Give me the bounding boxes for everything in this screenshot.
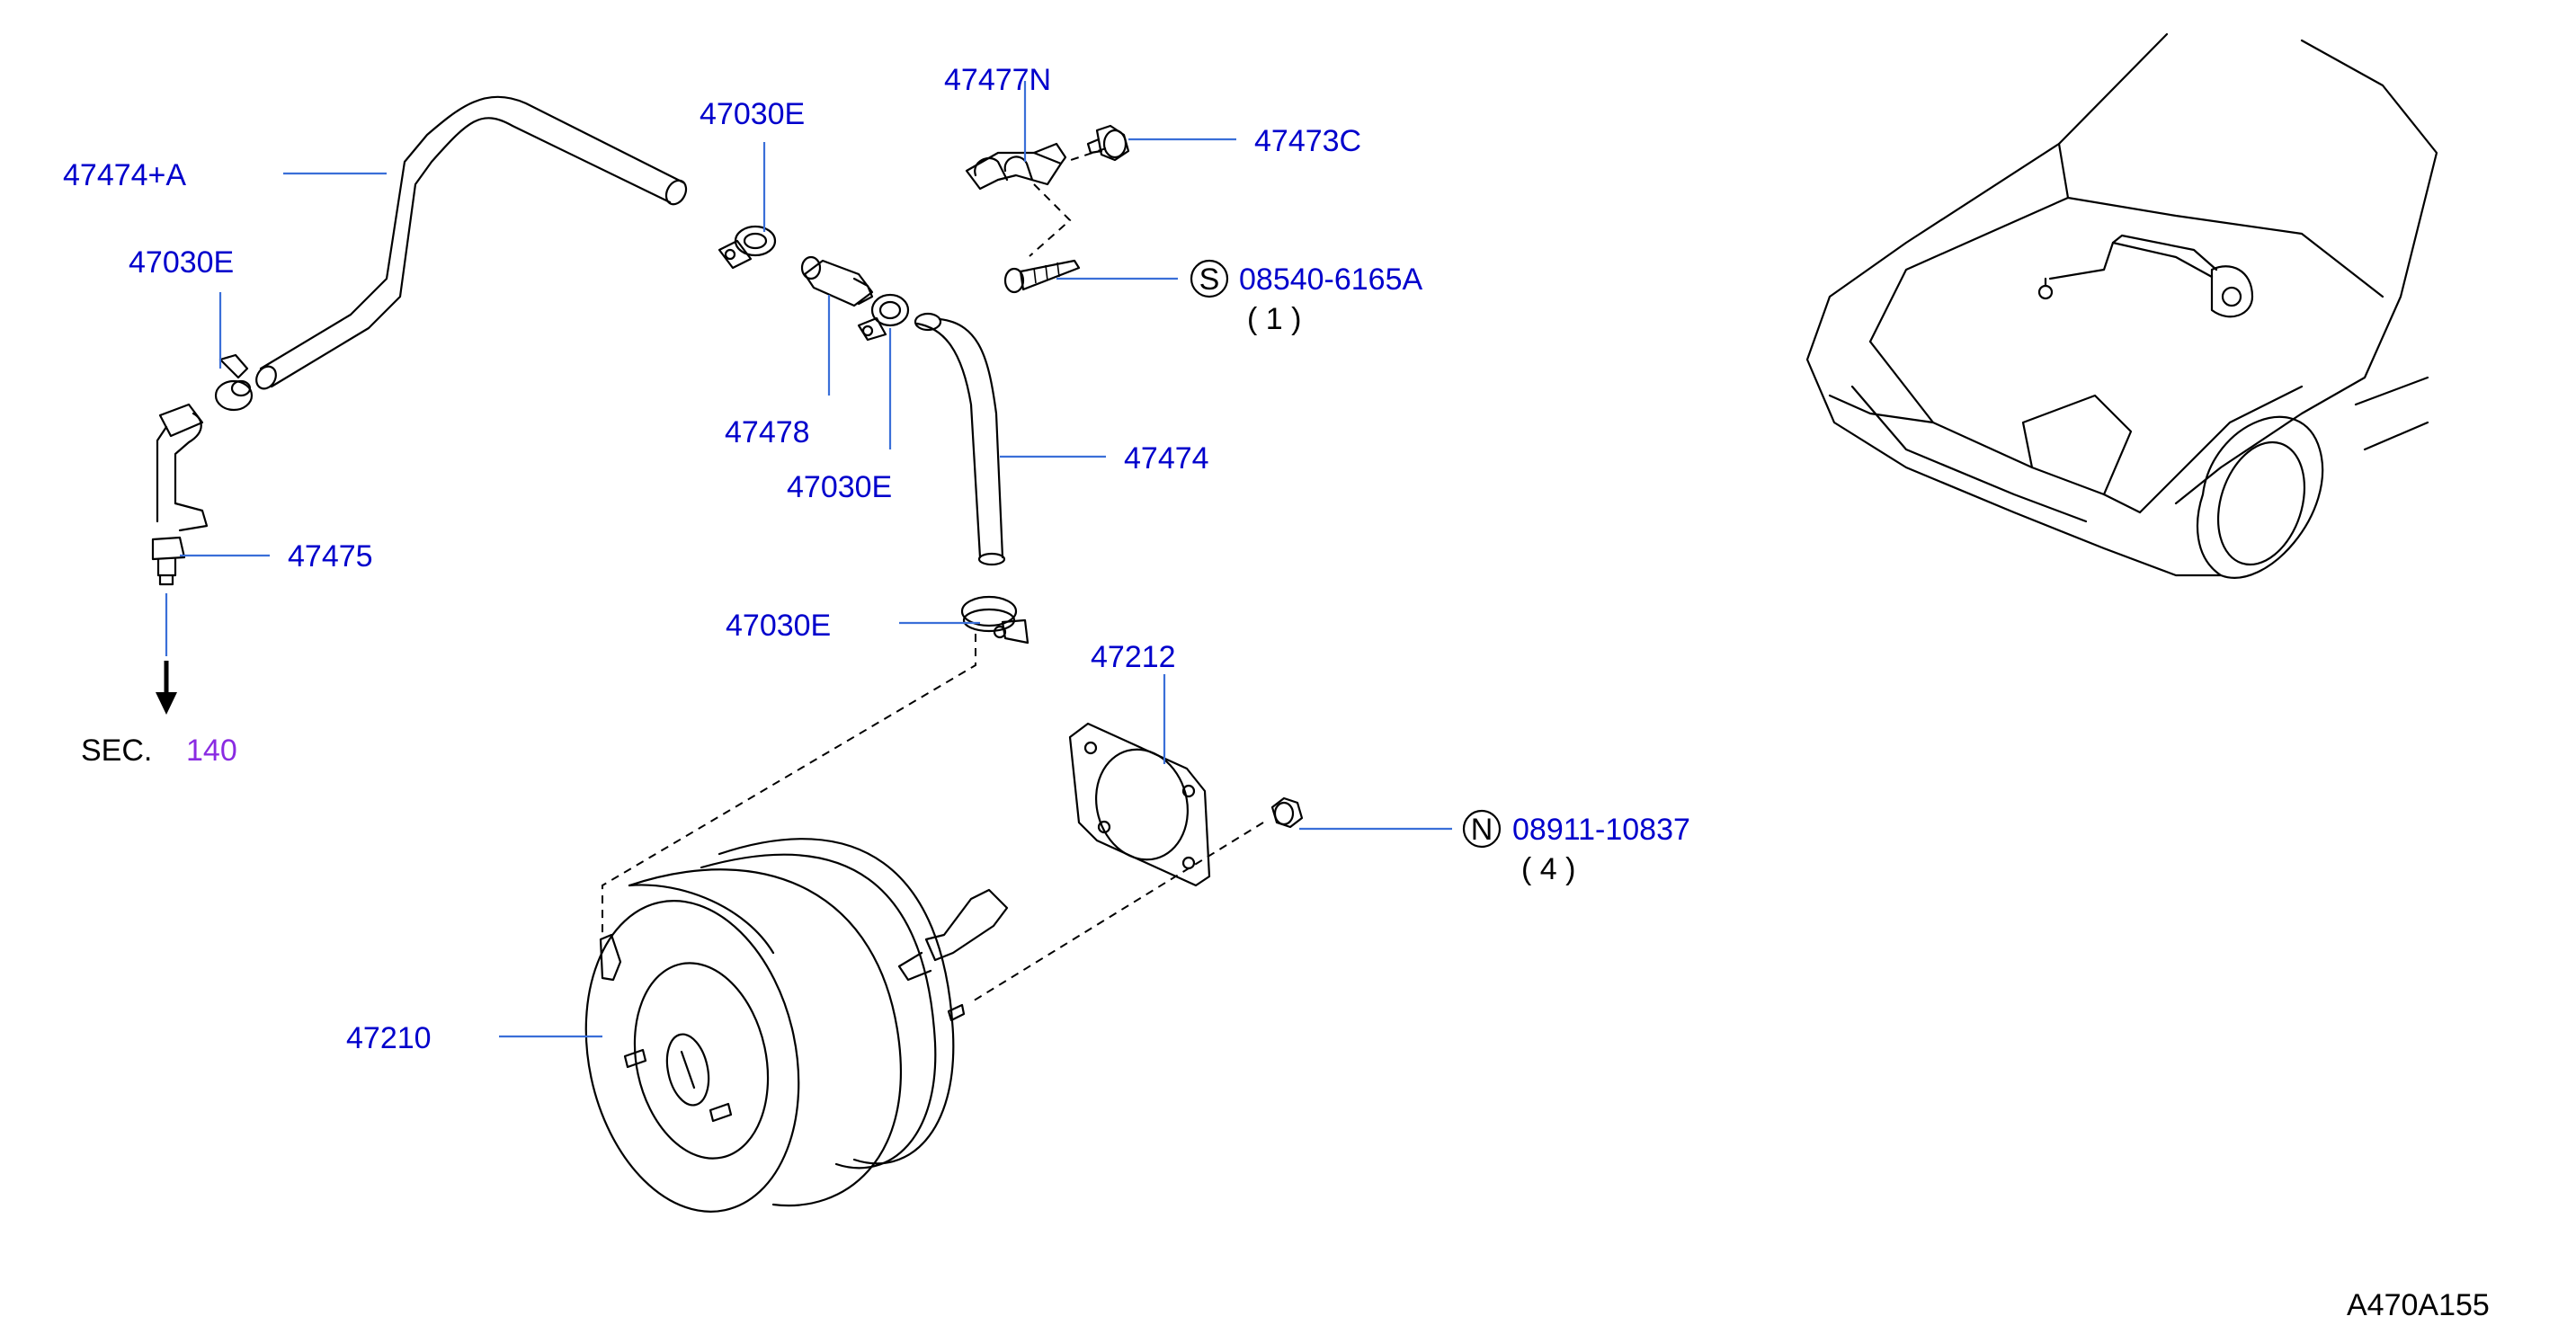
nut-symbol-letter: N [1471,813,1493,847]
vacuum-connector [151,403,209,586]
nut [1270,796,1304,829]
leader-lines [165,81,1452,1038]
hose-clamp-top-middle [718,225,777,270]
hose-clamp-lower [960,595,1030,645]
part-label-08911-10837[interactable]: 08911-10837 [1512,813,1690,847]
vehicle-locator-illustration [1805,32,2438,579]
vacuum-hose-lower [914,312,1006,566]
part-label-47030e-mid[interactable]: 47030E [787,470,892,504]
part-label-47212[interactable]: 47212 [1091,640,1176,674]
part-label-47477n[interactable]: 47477N [944,63,1051,97]
screw-symbol: S [1190,259,1229,298]
part-label-47475[interactable]: 47475 [288,539,373,574]
grommet [1086,124,1130,162]
hose-clamp-middle [857,293,910,342]
part-label-47210[interactable]: 47210 [346,1021,432,1055]
section-reference-link[interactable]: 140 [186,734,237,768]
assembly-guide-lines [602,147,1264,1003]
gasket-plate [1068,722,1211,887]
nut-symbol: N [1462,809,1502,849]
diagram-id: A470A155 [2347,1288,2490,1322]
screw [1003,259,1081,294]
part-label-47030e-upper-left[interactable]: 47030E [129,245,234,280]
check-valve [800,255,874,307]
nut-quantity: ( 4 ) [1521,852,1575,886]
section-arrow [156,661,177,715]
section-reference-prefix: SEC. [81,734,152,768]
part-label-47030e-lower[interactable]: 47030E [726,609,831,643]
screw-symbol-letter: S [1199,262,1220,297]
screw-quantity: ( 1 ) [1247,302,1301,336]
hose-bracket [965,142,1067,191]
brake-booster [584,838,1009,1213]
part-label-47473c[interactable]: 47473C [1254,124,1361,158]
part-label-47478[interactable]: 47478 [725,415,810,449]
part-label-08540-6165a[interactable]: 08540-6165A [1239,262,1423,297]
vacuum-hose-upper [255,95,688,390]
part-label-47030e-top[interactable]: 47030E [700,97,805,131]
part-label-47474[interactable]: 47474 [1124,441,1209,476]
hose-clamp-upper-left [214,353,254,412]
part-label-47474a[interactable]: 47474+A [63,158,186,192]
